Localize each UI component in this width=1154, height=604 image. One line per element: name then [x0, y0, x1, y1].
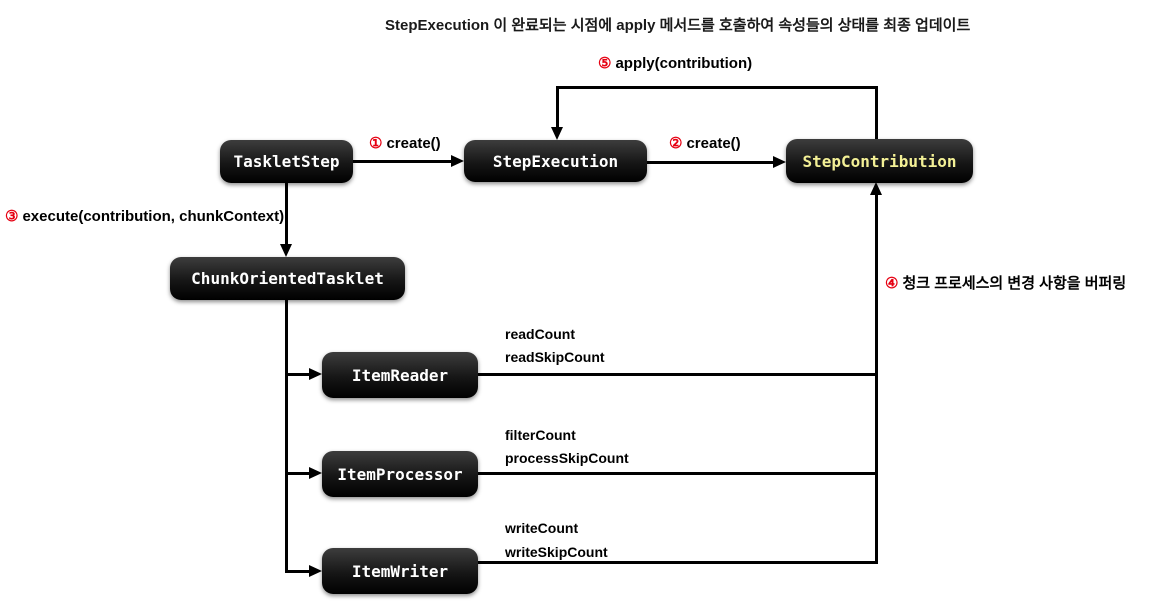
branch-item-processor-head — [309, 467, 322, 479]
branch-item-processor-line — [285, 472, 312, 475]
step-number-4: ④ — [885, 275, 899, 292]
branch-item-writer-head — [309, 565, 322, 577]
node-item-processor: ItemProcessor — [322, 451, 478, 497]
label-execute-text: execute(contribution, chunkContext) — [22, 208, 285, 225]
metric-process-skip-count: processSkipCount — [505, 450, 629, 466]
metric-write-skip-count: writeSkipCount — [505, 544, 608, 560]
arrow-execute-line — [285, 183, 288, 245]
diagram-title: StepExecution 이 완료되는 시점에 apply 메서드를 호출하여… — [385, 17, 971, 34]
arrow-execute-head — [280, 244, 292, 257]
out-item-writer-line — [478, 561, 877, 564]
node-tasklet-step: TaskletStep — [220, 140, 353, 183]
label-create-2-text: create() — [686, 135, 741, 152]
chunk-trunk-line — [285, 300, 288, 573]
arrow-create1-line — [353, 160, 453, 163]
node-item-reader: ItemReader — [322, 352, 478, 398]
label-create-1-text: create() — [386, 135, 441, 152]
step-number-5: ⑤ — [598, 55, 612, 72]
label-buffering-text: 청크 프로세스의 변경 사항을 버퍼링 — [902, 275, 1127, 292]
arrow-create2-head — [773, 156, 786, 168]
apply-loop-head — [551, 127, 563, 140]
buffer-bus-line — [875, 193, 878, 564]
node-step-execution: StepExecution — [464, 140, 647, 182]
apply-loop-left-line — [556, 86, 559, 128]
arrow-create1-head — [451, 155, 464, 167]
node-step-contribution: StepContribution — [786, 139, 973, 183]
arrow-create2-line — [647, 161, 774, 164]
step-number-1: ① — [369, 135, 383, 152]
metric-read-skip-count: readSkipCount — [505, 349, 605, 365]
node-chunk-oriented-tasklet: ChunkOrientedTasklet — [170, 257, 405, 300]
branch-item-reader-line — [285, 373, 312, 376]
apply-loop-right-line — [875, 86, 878, 139]
branch-item-reader-head — [309, 368, 322, 380]
node-item-writer: ItemWriter — [322, 548, 478, 594]
out-item-reader-line — [478, 373, 877, 376]
buffer-bus-head — [870, 182, 882, 195]
metric-read-count: readCount — [505, 326, 575, 342]
step-number-3: ③ — [5, 208, 19, 225]
label-apply-text: apply(contribution) — [615, 55, 753, 72]
apply-loop-top-line — [556, 86, 878, 89]
metric-filter-count: filterCount — [505, 427, 576, 443]
step-number-2: ② — [669, 135, 683, 152]
metric-write-count: writeCount — [505, 520, 579, 536]
branch-item-writer-line — [285, 570, 312, 573]
out-item-processor-line — [478, 472, 877, 475]
